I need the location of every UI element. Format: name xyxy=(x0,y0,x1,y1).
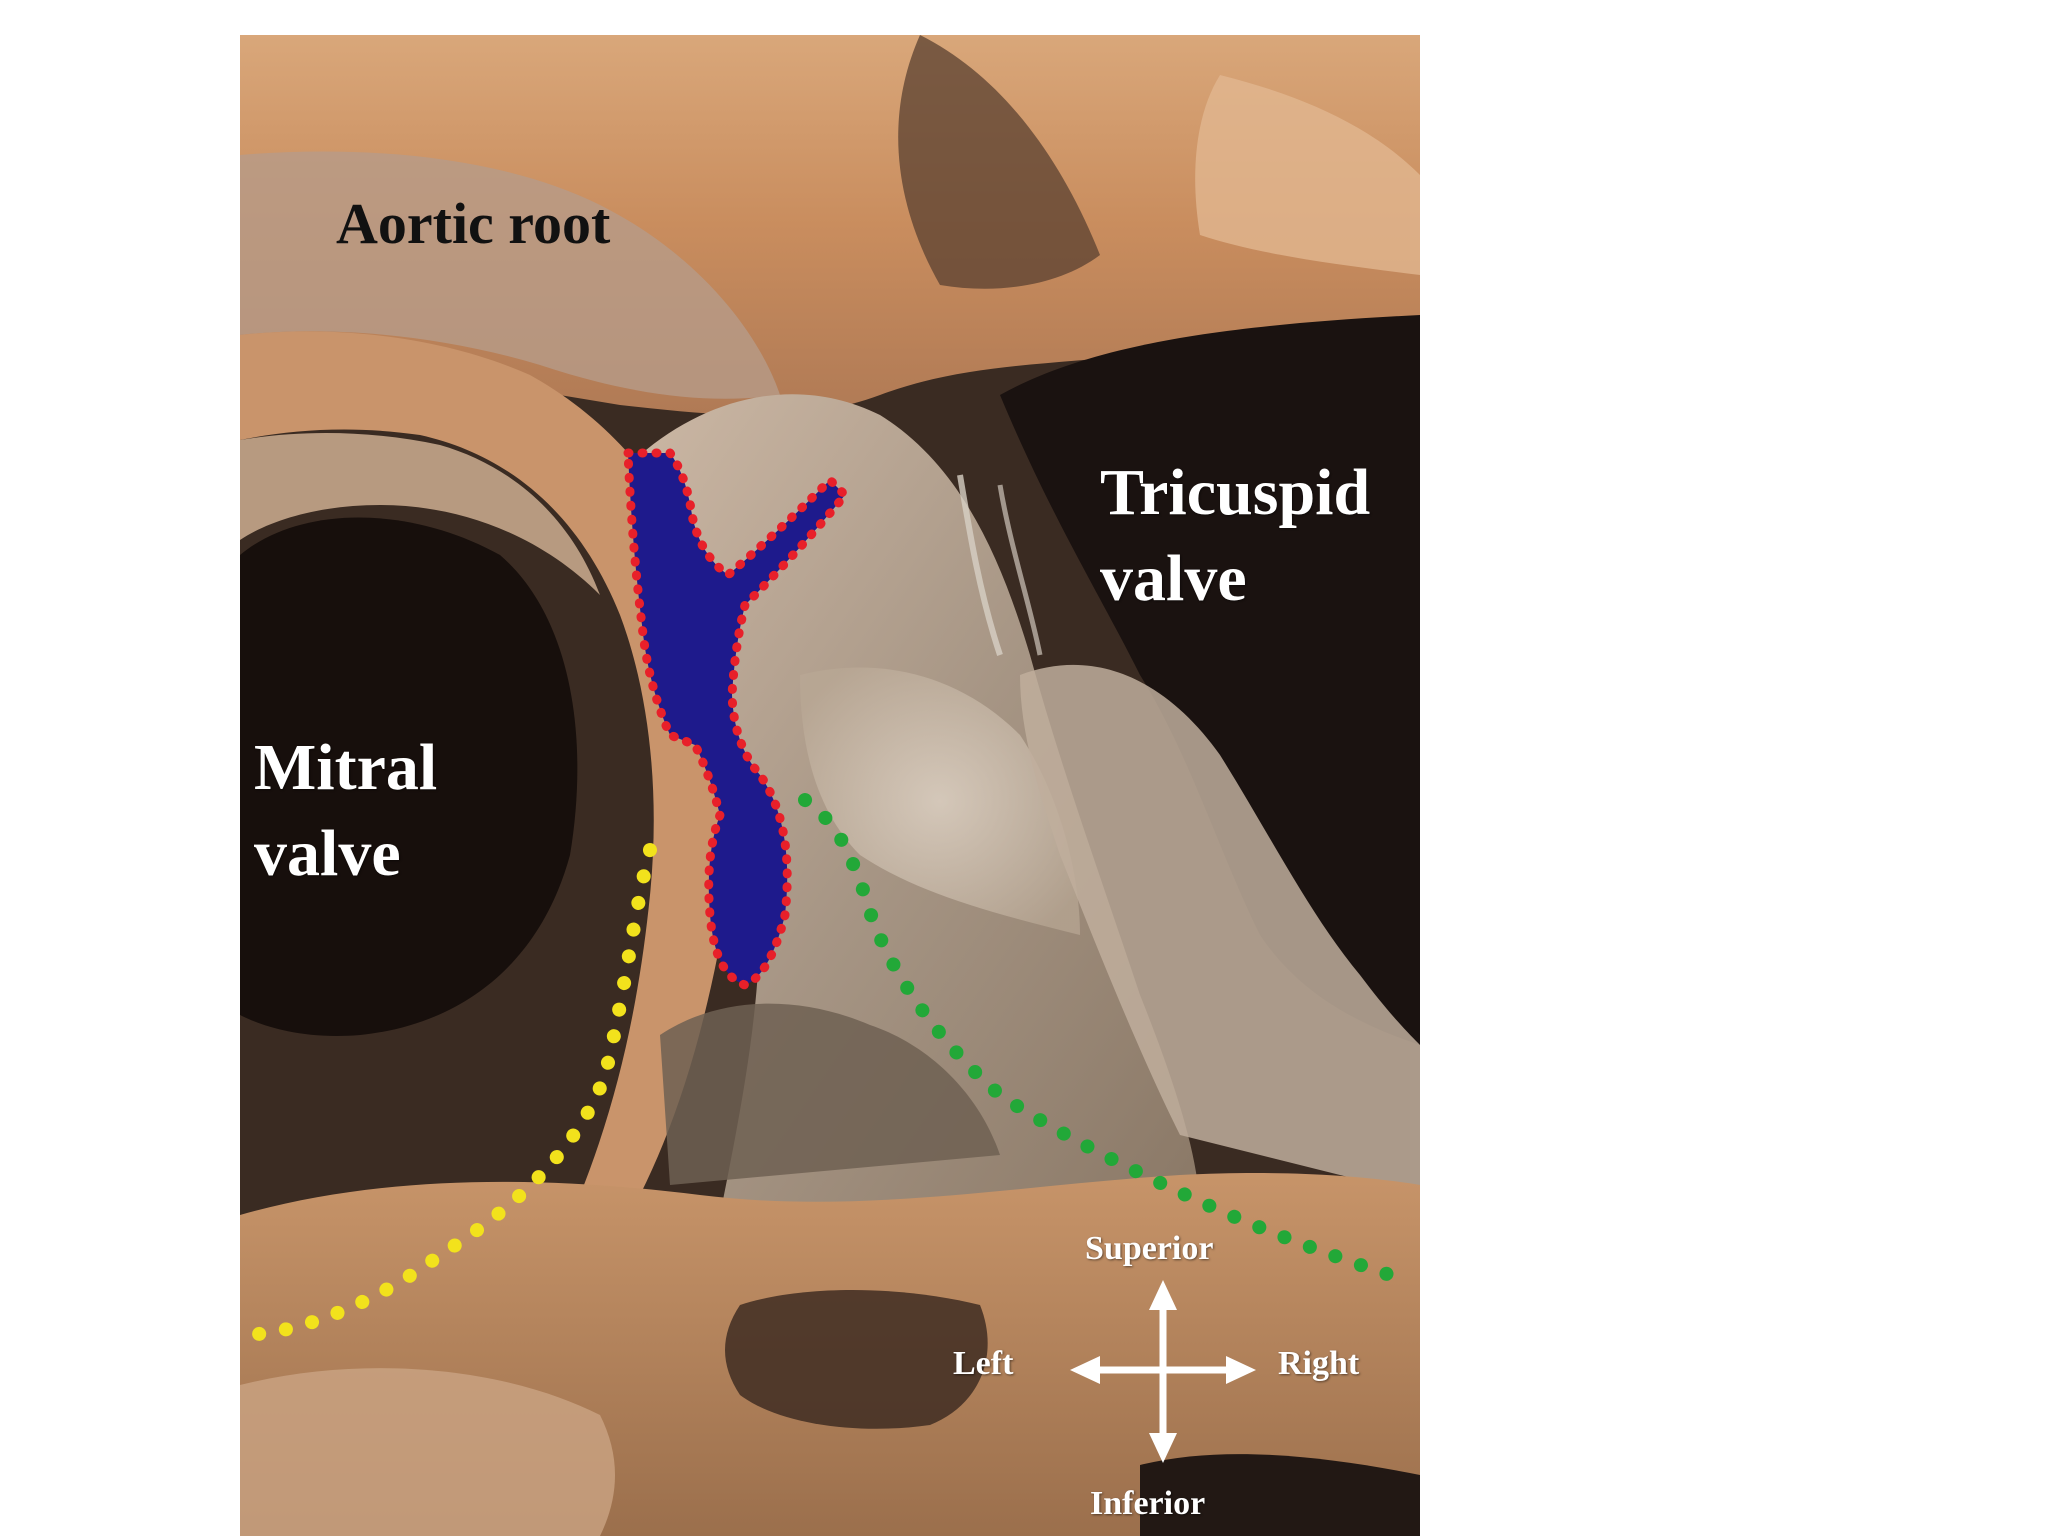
orientation-cross-icon xyxy=(1070,1280,1256,1463)
left-label: Left xyxy=(953,1345,1014,1382)
right-label: Right xyxy=(1278,1345,1360,1382)
specimen-image xyxy=(240,35,1420,1536)
yellow-dotted-line xyxy=(240,843,657,1342)
tricuspid-valve-label-line1: Tricuspid xyxy=(1100,456,1371,529)
inferior-label: Inferior xyxy=(1090,1485,1206,1522)
green-dotted-line xyxy=(798,793,1412,1287)
mitral-valve-label-line1: Mitral xyxy=(254,731,438,804)
conduction-system-overlay xyxy=(623,448,850,990)
superior-label: Superior xyxy=(1085,1230,1214,1267)
mitral-valve-label-line2: valve xyxy=(254,817,401,890)
aortic-root-label: Aortic root xyxy=(336,191,611,256)
heart-specimen-photo: Aortic root Tricuspid valve Mitral valve… xyxy=(240,35,1420,1536)
tricuspid-valve-label-line2: valve xyxy=(1100,542,1247,615)
